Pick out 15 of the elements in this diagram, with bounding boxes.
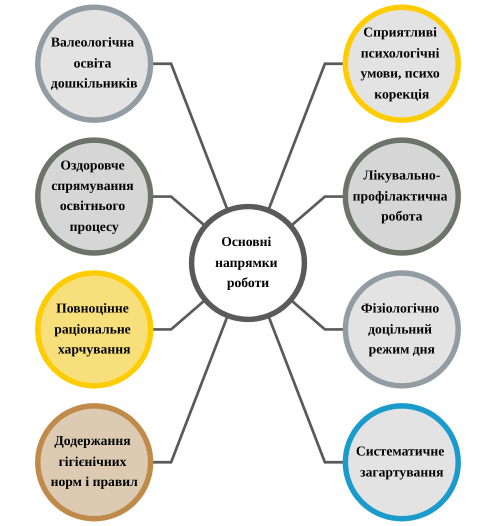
connector <box>150 298 206 331</box>
connector <box>150 62 229 211</box>
connector <box>290 195 346 228</box>
node-circle: Повноцінне раціональне харчування <box>35 270 154 389</box>
node-circle: Додержання гігієнічних норм і правил <box>35 403 154 522</box>
connector <box>150 315 229 464</box>
connector <box>290 298 346 331</box>
node-circle: Лікувально-профілактична робота <box>342 137 461 256</box>
node-circle: Основні напрямки роботи <box>188 204 308 322</box>
node-circle: Сприятливі психологічні умови, психо корекція <box>342 4 461 123</box>
node-circle: Оздоровче спрямування освітнього процесу <box>35 137 154 256</box>
connector <box>150 195 206 228</box>
node-circle: Валеологічна освіта дошкільників <box>35 4 154 123</box>
node-circle: Фізіологічно доцільний режим дня <box>342 270 461 389</box>
node-circle: Систематичне загартування <box>342 403 461 522</box>
